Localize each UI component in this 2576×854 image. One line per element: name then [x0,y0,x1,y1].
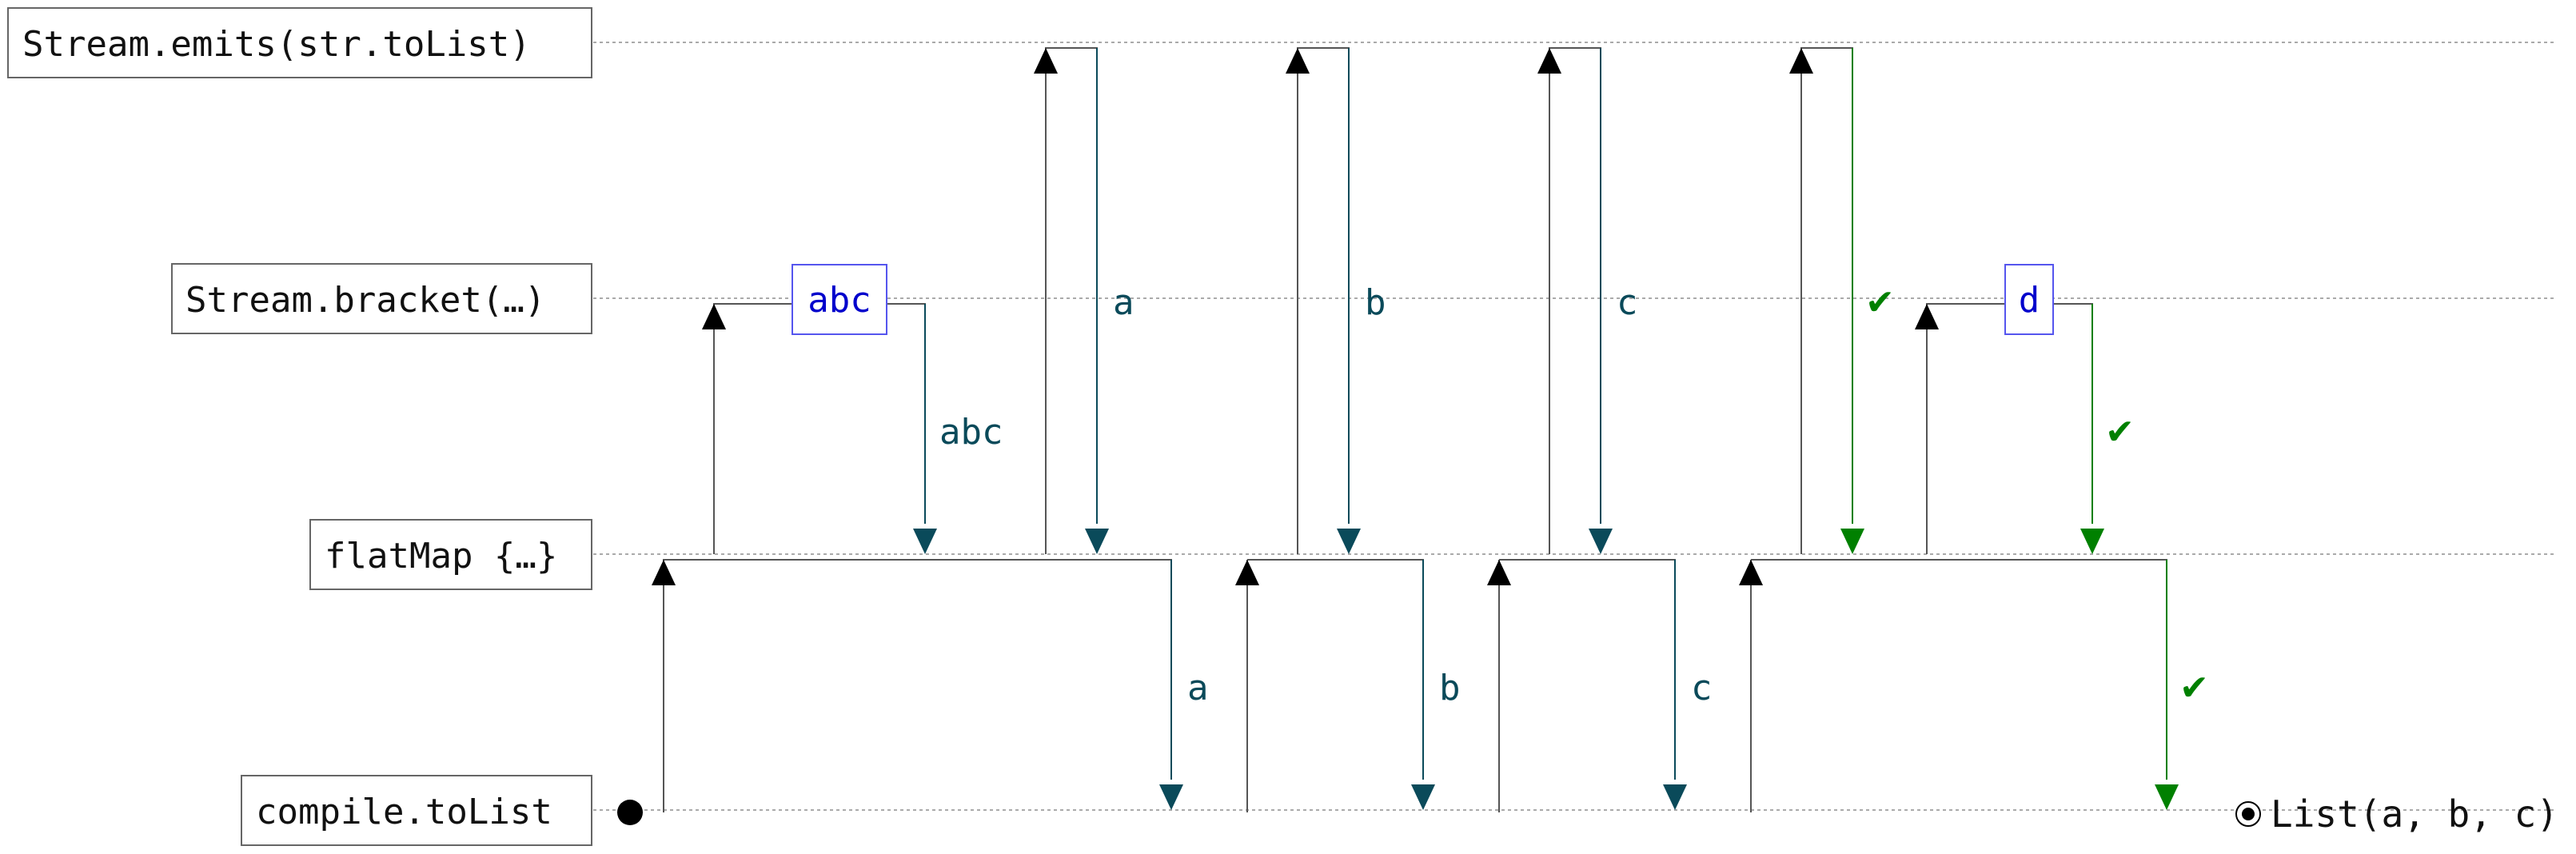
stage-label-emits-text: Stream.emits(str.toList) [22,24,531,65]
up-arrow-emits-b [1286,48,1310,74]
up-arrow-emits-a [1034,48,1058,74]
pull-line-4b [1751,559,2167,780]
emit-arrowheads [913,529,1687,810]
msg-b-lower: b [1439,668,1461,708]
boxed-value-abc-text: abc [807,280,871,321]
msg-c-lower: c [1691,668,1713,708]
down-arrow-c-low [1663,784,1687,810]
stage-label-bracket-text: Stream.bracket(…) [185,280,545,321]
up-arrow-4 [1739,560,1763,585]
up-arrowheads [652,48,1939,585]
pull-line-emits-d [1800,47,1853,554]
check-mark-flatmap: ✔ [2179,668,2209,708]
msg-abc-down: abc [939,412,1003,453]
up-arrow-1 [652,560,676,585]
pull-line-emits-c [1549,47,1601,554]
up-arrow-emits-c [1537,48,1561,74]
down-arrow-b [1337,529,1361,554]
boxed-value-d: d [2004,264,2054,335]
start-dot [617,800,643,825]
down-arrow-done-bracket [2080,529,2104,554]
message-labels: abc a b c a b c [939,282,1713,708]
result-text: List(a, b, c) [2271,792,2558,836]
pull-lines [663,47,2167,812]
down-arrow-abc [913,529,937,554]
done-labels: ✔ ✔ ✔ [1865,282,2209,708]
up-arrow-bracket-1 [702,304,726,329]
pull-line-emits-a [1045,47,1098,554]
msg-c-upper: c [1617,282,1638,323]
stage-label-emits: Stream.emits(str.toList) [7,7,592,78]
boxed-value-abc: abc [792,264,887,335]
emit-lines [924,48,1676,780]
check-mark-bracket: ✔ [2105,412,2135,453]
msg-b-upper: b [1365,282,1386,323]
down-arrow-b-low [1411,784,1435,810]
done-arrowheads [1840,529,2179,810]
stage-label-tolist: compile.toList [241,775,592,846]
pull-line-bracket-1 [713,303,926,554]
stage-guide-lines [593,42,2554,811]
down-arrow-a-low [1159,784,1183,810]
up-arrow-3 [1487,560,1511,585]
down-arrow-done-emits [1840,529,1864,554]
result: List(a, b, c) [2235,792,2558,836]
pull-line-3b [1499,559,1676,780]
up-arrow-2 [1235,560,1259,585]
up-arrow-emits-d [1789,48,1813,74]
down-arrow-a [1085,529,1109,554]
down-arrow-c [1589,529,1613,554]
down-arrow-done-flatmap [2155,784,2179,810]
up-arrow-bracket-2 [1915,304,1939,329]
stage-label-tolist-text: compile.toList [256,792,552,832]
done-lines [1852,48,2167,780]
pull-line-emits-b [1297,47,1350,554]
msg-a-lower: a [1187,668,1209,708]
msg-a-upper: a [1113,282,1134,323]
stage-label-bracket: Stream.bracket(…) [171,263,592,334]
check-mark-emits: ✔ [1865,282,1895,323]
boxed-value-d-text: d [2019,280,2040,321]
pull-line-2b [1247,559,1424,780]
pull-line-bracket-2 [1926,303,2093,554]
stage-label-flatmap-text: flatMap {…} [325,536,557,577]
pull-line-1 [663,559,1172,812]
stage-label-flatmap: flatMap {…} [309,519,592,590]
